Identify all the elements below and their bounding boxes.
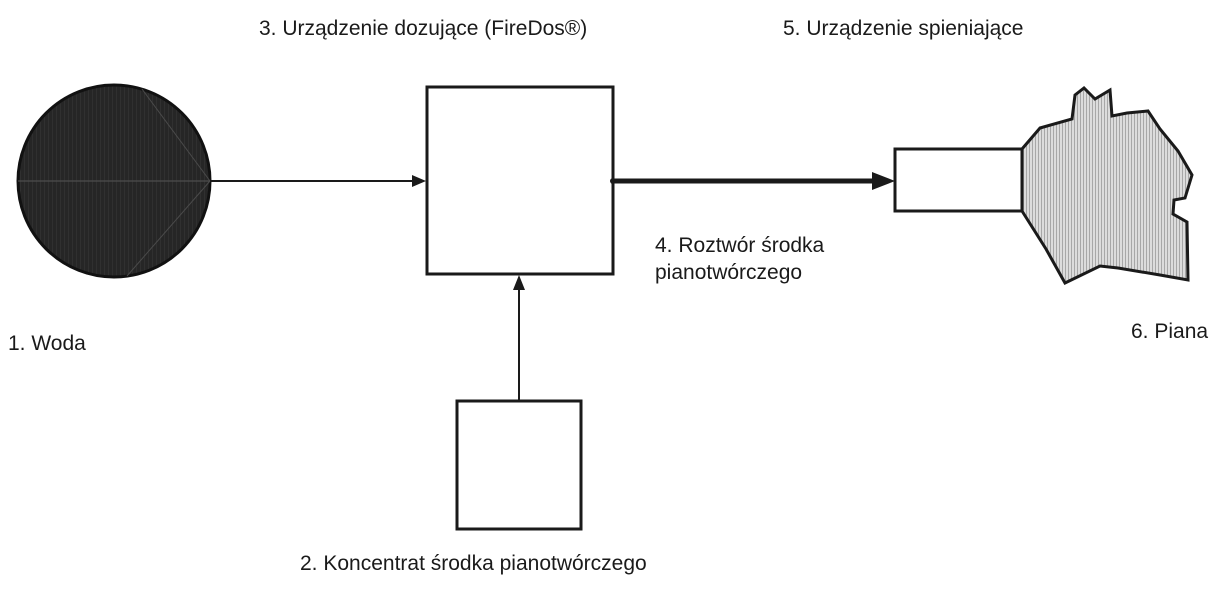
- foam-label: 6. Piana: [1131, 320, 1209, 343]
- water-circle-chord-lower: [126, 180, 211, 277]
- concentrate-box: [455, 399, 583, 531]
- water-circle-chord-upper: [141, 88, 211, 182]
- water-source-node: [16, 83, 212, 279]
- dosing-device-box: [425, 85, 615, 276]
- water-label: 1. Woda: [8, 332, 86, 355]
- concentrate-label: 2. Koncentrat środka pianotwórczego: [300, 552, 647, 575]
- foaming-device-nozzle: [893, 147, 1025, 213]
- dosing-device-label: 3. Urządzenie dozujące (FireDos®): [259, 17, 588, 40]
- concentrate-to-doser-arrow: [513, 275, 525, 401]
- foam-cloud: [1020, 86, 1194, 285]
- doser-to-foamer-arrow: [610, 172, 895, 190]
- foaming-device-label: 5. Urządzenie spieniające: [783, 17, 1024, 40]
- water-to-doser-arrow: [210, 175, 426, 187]
- foam-solution-label: 4. Roztwór środka pianotwórczego: [655, 234, 825, 284]
